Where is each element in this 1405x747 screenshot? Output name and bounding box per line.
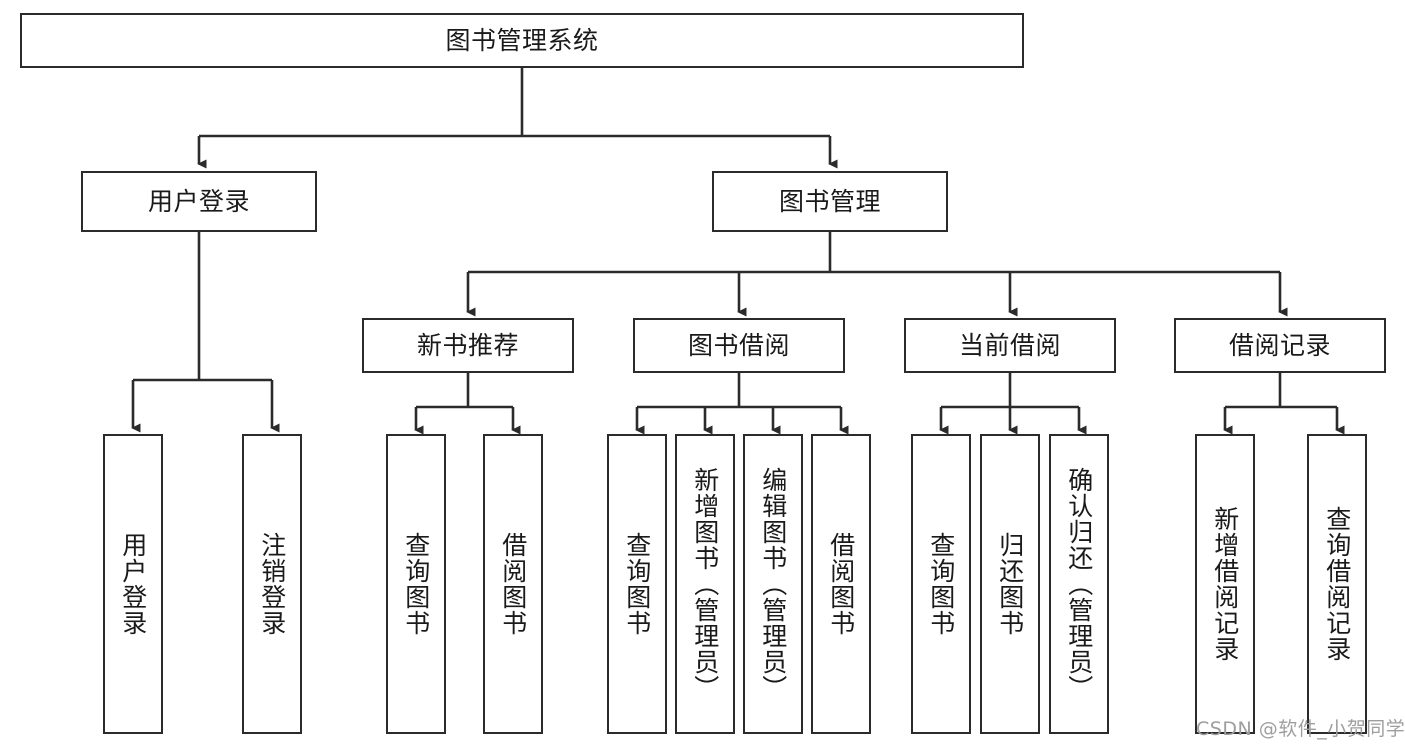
- node-leaf-query-book-recommend[interactable]: 查询图书: [386, 434, 446, 734]
- node-new-book-recommendation[interactable]: 新书推荐: [362, 318, 574, 373]
- node-label: 图书借阅: [687, 331, 790, 360]
- node-label: 图书管理系统: [445, 26, 599, 55]
- node-user-login[interactable]: 用户登录: [81, 171, 317, 232]
- node-label: 当前借阅: [958, 331, 1061, 360]
- node-label: 查询借阅记录: [1322, 506, 1352, 662]
- node-leaf-user-login[interactable]: 用户登录: [103, 434, 163, 734]
- node-label: 借阅图书: [826, 532, 856, 636]
- node-label: 借阅图书: [498, 532, 528, 636]
- node-leaf-add-borrow-record[interactable]: 新增借阅记录: [1195, 434, 1255, 734]
- node-label: 借阅记录: [1228, 331, 1331, 360]
- node-label: 用户登录: [147, 187, 250, 216]
- node-leaf-logout[interactable]: 注销登录: [242, 434, 302, 734]
- node-label: 新书推荐: [416, 331, 519, 360]
- node-label: 查询图书: [926, 532, 956, 636]
- node-leaf-borrow-book-recommend[interactable]: 借阅图书: [483, 434, 543, 734]
- node-current-borrowing[interactable]: 当前借阅: [904, 318, 1116, 373]
- node-leaf-query-book-borrowing[interactable]: 查询图书: [607, 434, 667, 734]
- node-label: 用户登录: [118, 532, 148, 636]
- node-leaf-query-book-current[interactable]: 查询图书: [911, 434, 971, 734]
- node-label: 查询图书: [622, 532, 652, 636]
- node-label: 查询图书: [401, 532, 431, 636]
- node-label: 注销登录: [257, 532, 287, 636]
- node-label: 归还图书: [995, 532, 1025, 636]
- node-label: 图书管理: [778, 187, 881, 216]
- node-leaf-edit-book-admin[interactable]: 编辑图书（管理员）: [743, 434, 803, 734]
- node-label: 新增借阅记录: [1210, 506, 1240, 662]
- csdn-watermark: CSDN @软件_小贺同学: [1196, 718, 1405, 740]
- node-book-borrowing[interactable]: 图书借阅: [633, 318, 845, 373]
- node-leaf-return-book[interactable]: 归还图书: [980, 434, 1040, 734]
- node-label: 确认归还（管理员）: [1064, 467, 1094, 701]
- node-label: 编辑图书（管理员）: [758, 467, 788, 701]
- node-label: 新增图书（管理员）: [690, 467, 720, 701]
- node-leaf-confirm-return-admin[interactable]: 确认归还（管理员）: [1049, 434, 1109, 734]
- node-root-book-management-system[interactable]: 图书管理系统: [20, 13, 1024, 68]
- node-borrowing-record[interactable]: 借阅记录: [1174, 318, 1386, 373]
- node-leaf-add-book-admin[interactable]: 新增图书（管理员）: [675, 434, 735, 734]
- node-leaf-query-borrow-record[interactable]: 查询借阅记录: [1307, 434, 1367, 734]
- node-book-management[interactable]: 图书管理: [712, 171, 948, 232]
- node-leaf-borrow-book-borrowing[interactable]: 借阅图书: [811, 434, 871, 734]
